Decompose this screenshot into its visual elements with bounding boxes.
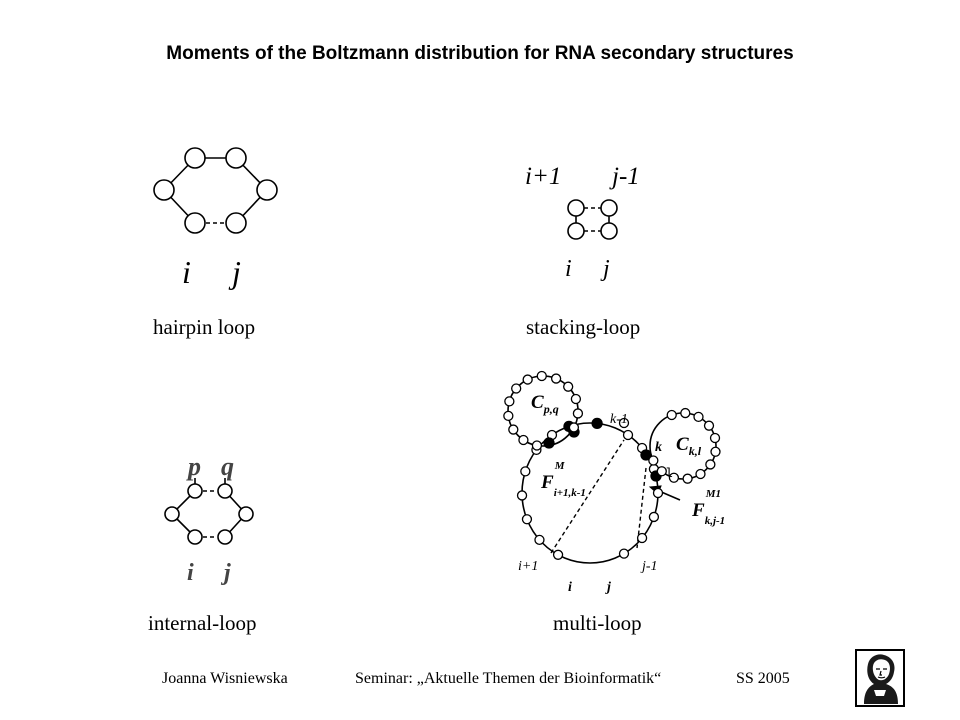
cpq-bead [504, 396, 515, 407]
cpq-bead [511, 383, 522, 394]
multi-l-label: l [665, 466, 673, 481]
multi-loop-bead [591, 417, 603, 430]
multi-loop-bead [543, 437, 555, 449]
stacking-i1-label: i+1 [525, 163, 562, 190]
multi-loop-bead [520, 466, 531, 477]
ckl-bead [709, 432, 721, 444]
multi-fm-dash [550, 439, 625, 554]
ckl-bead [668, 472, 680, 483]
ckl-bead [648, 455, 659, 466]
multi-i-label: i [568, 580, 572, 595]
ckl-bead [703, 420, 715, 431]
multi-ckl-letter: C [676, 434, 689, 455]
ckl-bead [680, 407, 691, 419]
multi-loop-bead [648, 511, 660, 523]
cpq-bead [536, 370, 547, 382]
ckl-bead [656, 466, 667, 477]
multi-fm-sub: i+1,k-1 [553, 486, 586, 499]
multi-cpq-label: Cp,q [531, 392, 559, 417]
ckl-bead [705, 459, 716, 470]
stacking-loop-caption: stacking-loop [526, 315, 641, 339]
multi-j1-label: j-1 [642, 559, 658, 574]
multi-loop-bead [618, 548, 630, 559]
multi-loop-bead [618, 417, 630, 429]
multi-loop-bead [534, 534, 545, 545]
multi-ckl-sub: k,l [688, 443, 702, 458]
multi-k-label: k [655, 440, 662, 455]
internal-j-label: j [224, 560, 231, 586]
cpq-bead [508, 424, 519, 435]
multi-fm-sup: M [554, 460, 565, 472]
ckl-bead [695, 468, 706, 480]
stacking-i-label: i [565, 256, 572, 282]
multi-i1-label: i+1 [518, 559, 539, 574]
multi-loop-caption: multi-loop [553, 611, 642, 635]
footer-term: SS 2005 [736, 670, 790, 687]
multi-loop-bead [521, 514, 533, 525]
footer-seminar: Seminar: „Aktuelle Themen der Bioinforma… [355, 670, 662, 687]
hairpin-j-label: j [232, 254, 241, 290]
multi-cpq-letter: C [531, 392, 544, 413]
multi-loop-bead [640, 449, 652, 461]
internal-q-label: q [221, 452, 234, 481]
ckl-bead [682, 473, 693, 484]
ckl-bead [710, 446, 721, 457]
multi-fm1-sub: k,j-1 [704, 514, 726, 527]
page-title: Moments of the Boltzmann distribution fo… [166, 43, 794, 64]
multi-cpq-sub: p,q [543, 401, 559, 416]
hairpin-i-label: i [182, 254, 191, 290]
internal-i-label: i [187, 560, 194, 586]
cpq-bead [503, 410, 514, 422]
multi-ckl-label: Ck,l [676, 434, 701, 459]
footer-author: Joanna Wisniewska [162, 670, 288, 687]
multi-loop-bead [622, 429, 634, 441]
internal-p-label: p [188, 452, 201, 481]
cpq-bead [563, 381, 574, 392]
multi-loop-bead [516, 490, 528, 501]
multi-k1-label: k-1 [610, 412, 628, 427]
internal-loop-caption: internal-loop [148, 611, 257, 635]
cpq-bead [550, 373, 562, 384]
stacking-j1-label: j-1 [612, 163, 640, 190]
cpq-bead [568, 422, 580, 433]
multi-fm1-letter: F [692, 500, 705, 521]
cpq-bead [522, 374, 533, 385]
ckl-bead [693, 411, 704, 423]
multi-fm-letter: F [541, 472, 554, 493]
cpq-bead [518, 434, 529, 446]
cpq-bead [570, 393, 582, 405]
ckl-bead [666, 409, 677, 421]
hairpin-loop-caption: hairpin loop [153, 315, 256, 339]
multi-fm1-sup: M1 [705, 488, 721, 500]
multi-loop-bead [652, 487, 664, 499]
stacking-j-label: j [603, 256, 610, 282]
multi-loop-bead [636, 532, 648, 544]
cpq-bead [531, 440, 543, 451]
cpq-bead [572, 408, 584, 419]
multi-loop-bead [552, 549, 564, 560]
multi-j-label: j [607, 580, 611, 595]
goethe-portrait-icon [855, 649, 905, 707]
